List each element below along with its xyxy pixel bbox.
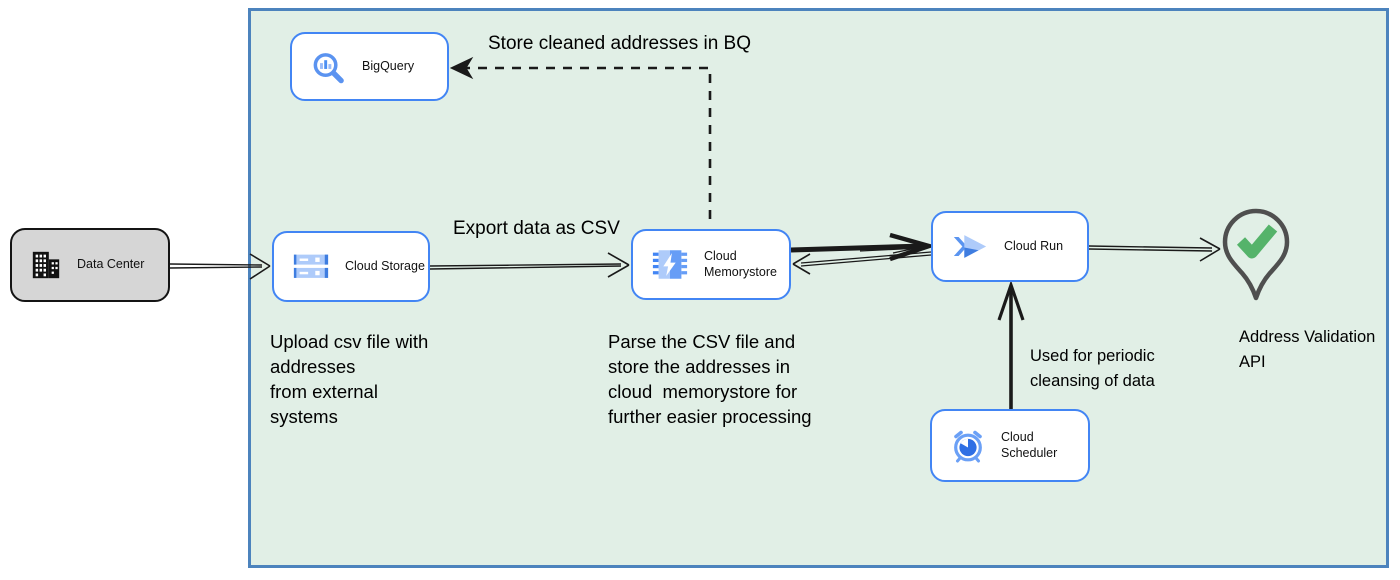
node-label: Cloud Storage (345, 258, 425, 273)
annotation-periodic-note: Used for periodic cleansing of data (1030, 347, 1155, 390)
node-label: Data Center (77, 257, 145, 272)
address-validation-pin[interactable] (1220, 207, 1292, 312)
node-bigquery[interactable]: BigQuery (290, 32, 449, 101)
node-cloud-storage[interactable]: Cloud Storage (272, 231, 430, 302)
memory-chip-bolt-icon (651, 248, 689, 281)
annotation-upload-note: Upload csv file with addresses from exte… (270, 331, 429, 427)
alarm-clock-icon (950, 428, 986, 464)
bigquery-icon (310, 50, 347, 84)
building-icon (30, 250, 62, 280)
annotation-parse-note: Parse the CSV file and store the address… (608, 331, 812, 427)
node-cloud-scheduler[interactable]: Cloud Scheduler (930, 409, 1090, 482)
address-validation-label: Address Validation API (1239, 328, 1380, 371)
node-label: Cloud Scheduler (1001, 429, 1058, 460)
node-cloud-memorystore[interactable]: Cloud Memorystore (631, 229, 791, 300)
gcp-boundary-container (248, 8, 1389, 568)
double-chevron-icon (951, 231, 989, 262)
node-cloud-run[interactable]: Cloud Run (931, 211, 1089, 282)
node-data-center[interactable]: Data Center (10, 228, 170, 302)
storage-bars-icon (292, 252, 330, 281)
map-pin-check-icon (1220, 207, 1292, 307)
node-label: BigQuery (362, 58, 415, 73)
node-label: Cloud Memorystore (704, 248, 777, 279)
annotation-export-csv: Export data as CSV (453, 218, 620, 239)
node-label: Cloud Run (1004, 238, 1064, 253)
annotation-store-bq: Store cleaned addresses in BQ (488, 33, 751, 54)
